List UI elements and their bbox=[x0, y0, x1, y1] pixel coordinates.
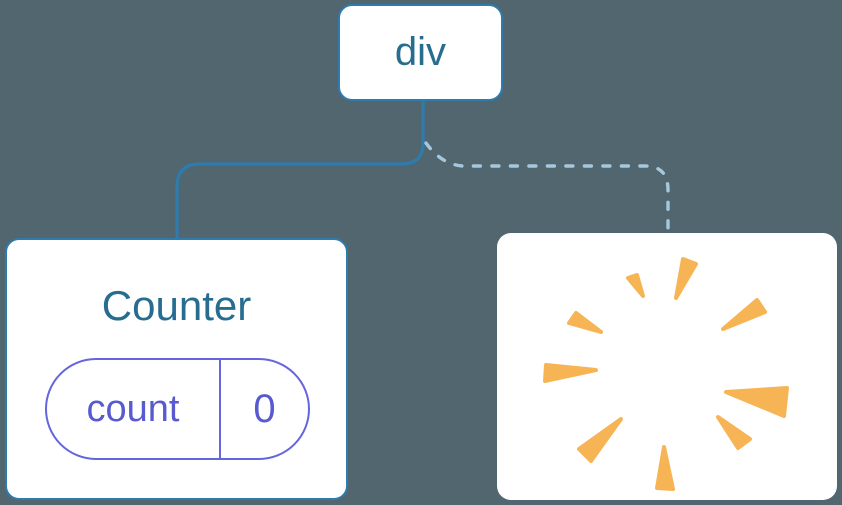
poof-spark bbox=[655, 445, 675, 491]
poof-spark bbox=[716, 415, 752, 450]
poof-sparks-icon bbox=[543, 257, 789, 491]
edge-solid-to-counter bbox=[175, 99, 425, 241]
edge-dashed-to-removed bbox=[424, 141, 670, 236]
tree-node-counter: Counter count 0 bbox=[5, 238, 348, 500]
state-key-label: count bbox=[47, 360, 221, 458]
counter-node-label: Counter bbox=[101, 282, 252, 329]
poof-spark bbox=[626, 273, 645, 298]
poof-spark bbox=[543, 363, 598, 383]
poof-spark bbox=[674, 257, 698, 300]
poof-spark bbox=[577, 417, 623, 463]
poof-spark bbox=[567, 311, 603, 334]
poof-spark bbox=[724, 386, 789, 418]
tree-node-div: div bbox=[338, 4, 503, 101]
state-pill: count 0 bbox=[45, 358, 310, 460]
div-node-label: div bbox=[394, 30, 447, 74]
poof-spark bbox=[721, 298, 767, 331]
state-value-label: 0 bbox=[253, 386, 276, 431]
tree-node-removed bbox=[497, 233, 837, 500]
